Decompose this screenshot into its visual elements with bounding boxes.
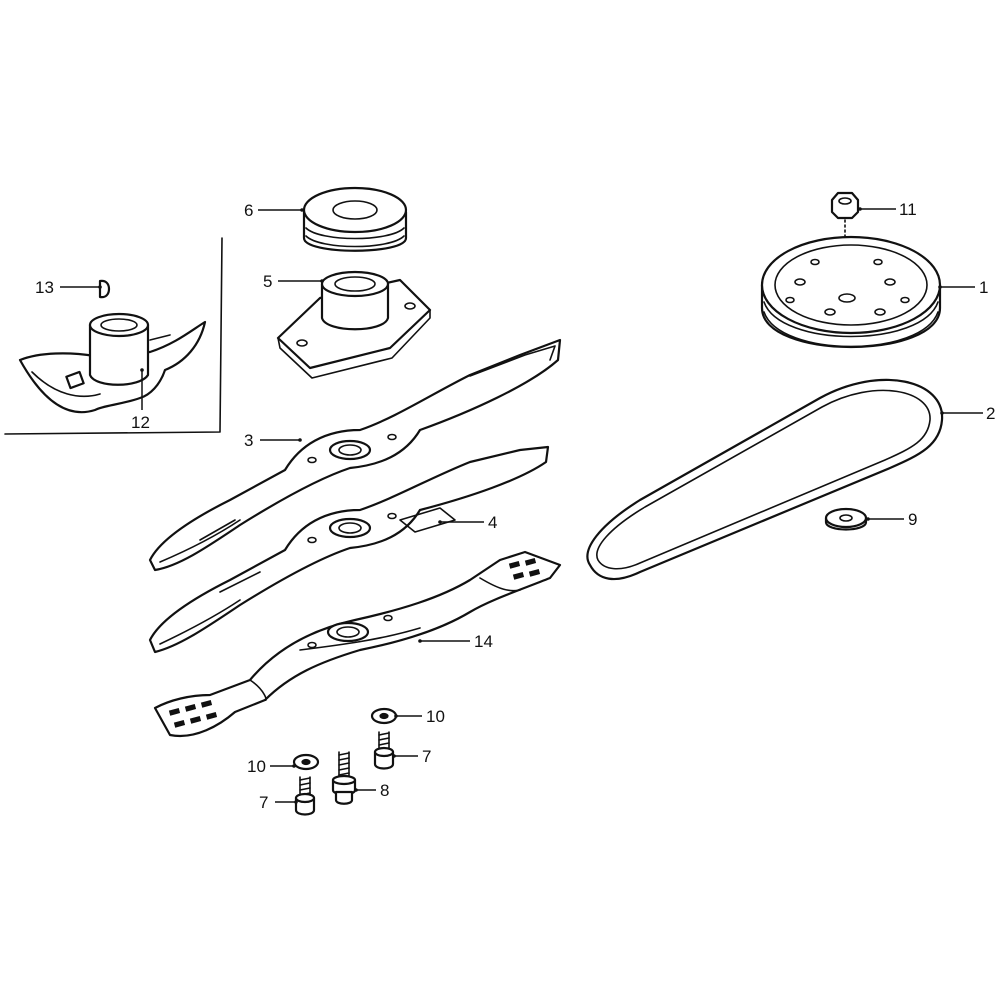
washer-left-part [292, 753, 320, 771]
callout-5: 5 [263, 272, 272, 291]
leader-lines [60, 207, 983, 804]
bolt-left-part [294, 776, 316, 816]
callout-10-right: 10 [426, 707, 445, 726]
callout-11: 11 [899, 200, 917, 219]
callout-7-right: 7 [422, 747, 431, 766]
blade-a-part [148, 338, 562, 572]
inset-border [4, 237, 223, 435]
blade-c-part [153, 550, 562, 738]
washer-right-part [370, 707, 398, 725]
callout-13: 13 [35, 278, 54, 297]
callout-4: 4 [488, 513, 497, 532]
callout-7-left: 7 [259, 793, 268, 812]
cap-part [302, 186, 408, 252]
key-part [98, 279, 111, 299]
bolt-flange-part [331, 751, 357, 805]
holder-part [276, 270, 432, 379]
callout-14: 14 [474, 632, 493, 651]
pulley-part [760, 235, 942, 348]
callout-2: 2 [986, 404, 995, 423]
callout-12: 12 [131, 413, 150, 432]
blade-holder-inset-part [18, 312, 207, 414]
belt-part [586, 378, 944, 581]
callout-6: 6 [244, 201, 253, 220]
callout-8: 8 [380, 781, 389, 800]
callout-1: 1 [979, 278, 988, 297]
callout-9: 9 [908, 510, 917, 529]
callout-3: 3 [244, 431, 253, 450]
washer-9-part [824, 507, 868, 531]
bolt-right-part [373, 731, 395, 770]
callout-10-left: 10 [247, 757, 266, 776]
blade-b-part [148, 445, 550, 654]
